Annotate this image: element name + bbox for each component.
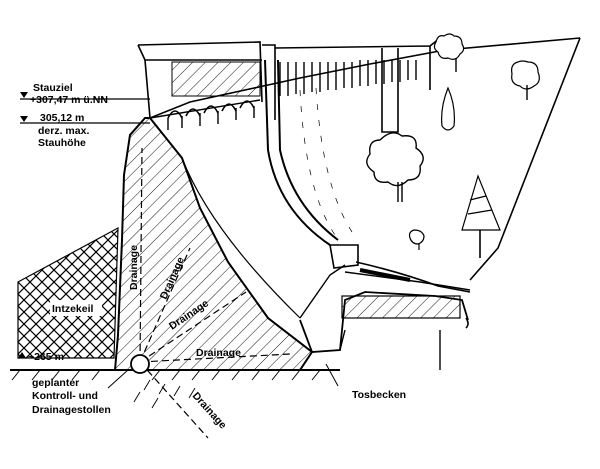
intzekeil-label: Intzekeil bbox=[52, 303, 94, 315]
valley-slope bbox=[469, 37, 581, 281]
crest-arches bbox=[149, 99, 261, 130]
drainage-label-vertical: Drainage bbox=[128, 245, 140, 290]
water-level-marker bbox=[20, 92, 150, 100]
stauziel-label: Stauziel bbox=[33, 82, 73, 94]
ground-line bbox=[10, 369, 340, 409]
drainage-lines bbox=[139, 147, 291, 439]
tosbecken-label: Tosbecken bbox=[352, 389, 406, 401]
tree-icon bbox=[366, 132, 424, 202]
spillway-chute bbox=[264, 59, 471, 293]
tree-icon bbox=[461, 174, 501, 258]
drainage-gallery bbox=[130, 354, 150, 374]
drainage-label-horizontal: Drainage bbox=[196, 347, 241, 359]
leader-lines bbox=[107, 363, 339, 389]
water-level-marker bbox=[20, 116, 150, 124]
stilling-basin bbox=[299, 291, 469, 370]
tree-icon bbox=[408, 229, 425, 250]
dam-body bbox=[113, 117, 314, 371]
stauziel-elevation: +307,47 m ü.NN bbox=[30, 94, 108, 106]
max-level-label-2: Stauhöhe bbox=[38, 137, 86, 149]
dam-crest bbox=[137, 37, 581, 133]
drainage-label-bottom: Drainage bbox=[190, 390, 229, 432]
max-level-label: derz. max. bbox=[38, 125, 89, 137]
intzekeil-wedge bbox=[17, 226, 119, 359]
tree-icon bbox=[511, 60, 540, 100]
elevation-label: ~265 m bbox=[28, 351, 64, 363]
max-level-value: 305,12 m bbox=[40, 112, 84, 124]
elevation-marker bbox=[18, 352, 26, 358]
gallery-label: geplanter bbox=[32, 377, 79, 389]
dam-face-lines bbox=[181, 87, 353, 319]
tree-icon bbox=[441, 86, 455, 131]
tree-icon bbox=[433, 33, 465, 72]
gallery-label-3: Drainagestollen bbox=[32, 404, 111, 416]
gallery-label-2: Kontroll- und bbox=[32, 390, 98, 402]
